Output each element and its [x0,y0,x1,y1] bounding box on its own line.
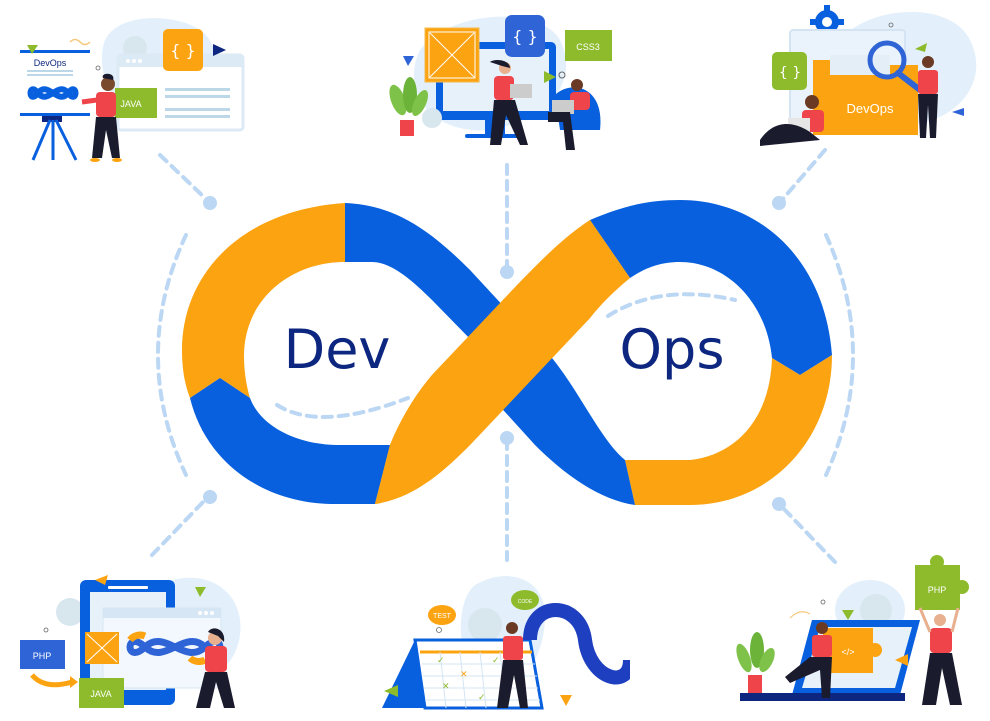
svg-text:✓: ✓ [437,656,445,666]
vignette-bottom-right: </> PHP [736,555,969,705]
orange-crossing-band [375,220,630,504]
vignette-bottom-center: ✓ ✓ ✕ ✕ ✓ TEST CODE [382,576,630,710]
person-head [101,77,115,91]
gear-icon [860,594,892,626]
arc-right-outer [824,233,855,477]
php-tag [20,640,65,669]
gear-icon [468,608,502,642]
connector-bottom-right [780,505,837,564]
vignette-top-left: { } JAVA DevOps [20,18,245,162]
css3-tag [565,30,612,61]
test-bubble [428,605,456,625]
code-badge [772,52,807,90]
java-tag [115,88,157,118]
svg-text:TEST: TEST [433,613,452,620]
infinity-mini-icon [27,86,79,100]
code-badge [163,29,203,71]
laptop [552,100,574,114]
vignette-bottom-left: PHP JAVA [20,575,241,708]
gear-icon [422,108,442,128]
triangle-icon [403,56,414,66]
svg-text:JAVA: JAVA [90,689,111,699]
puzzle-piece-php [915,565,960,610]
svg-text:✓: ✓ [478,693,486,703]
plant-pot [400,120,414,136]
magnifier-icon [867,40,907,80]
code-braces-icon: { } [170,41,195,60]
dev-label: Dev [284,318,391,381]
connector-dot [500,265,514,279]
arrow-icon [30,673,73,688]
board-label: DevOps [34,58,67,68]
svg-text:PHP: PHP [33,651,52,661]
connector-top-right [780,148,827,202]
connector-dot [500,431,514,445]
code-badge [505,15,545,57]
code-braces-icon: { } [512,27,537,46]
connector-top-left [158,153,207,200]
svg-text:</>: </> [841,647,854,657]
svg-text:✓: ✓ [492,656,500,666]
person-shirt [96,92,116,117]
java-tag [79,678,124,708]
svg-text:PHP: PHP [928,585,947,595]
svg-text:CSS3: CSS3 [576,42,600,52]
laptop [510,84,532,98]
svg-text:✕: ✕ [460,670,468,680]
folder-label: DevOps [847,101,894,116]
connector-dot [203,490,217,504]
arc-ops-inner [606,292,737,318]
connector-dot [772,497,786,511]
gear-icon [56,598,84,626]
infinity-mini-icon [126,638,224,656]
arc-dev-inner [275,396,410,419]
code-braces-icon: { } [779,65,801,81]
svg-text:CODE: CODE [518,599,533,605]
svg-text:✕: ✕ [442,682,450,692]
code-bubble [511,590,539,610]
svg-text:JAVA: JAVA [120,99,141,109]
connector-bottom-left [150,498,207,557]
triangle-icon [213,44,226,56]
connector-dot [203,196,217,210]
connector-dot [772,196,786,210]
arc-left-outer [156,233,188,477]
vignette-top-right: DevOps { } [760,5,977,146]
plant-pot [748,675,762,693]
ops-label: Ops [620,318,725,381]
infinity-prop [523,603,630,685]
vignette-top-center: { } CSS3 [389,15,612,150]
